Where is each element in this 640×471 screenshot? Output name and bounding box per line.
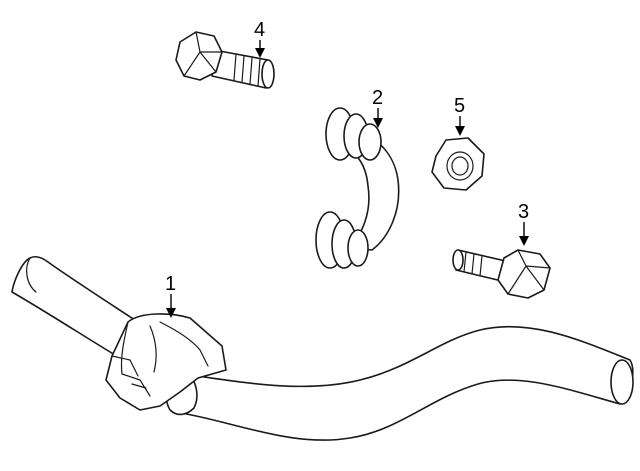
bolt-right bbox=[452, 249, 551, 299]
callout-label-3: 3 bbox=[518, 201, 529, 223]
stabilizer-link bbox=[315, 107, 400, 269]
arrow-down-icon bbox=[373, 118, 383, 128]
callout-label-1: 1 bbox=[165, 273, 176, 295]
nut bbox=[431, 137, 485, 191]
arrow-down-icon bbox=[166, 308, 176, 318]
stabilizer-bar bbox=[11, 256, 634, 441]
callout-2: 2 bbox=[372, 87, 383, 128]
callout-4: 4 bbox=[254, 19, 265, 58]
callout-3: 3 bbox=[518, 201, 529, 246]
arrow-down-icon bbox=[519, 236, 529, 246]
callout-label-2: 2 bbox=[372, 87, 383, 109]
callout-5: 5 bbox=[454, 95, 465, 136]
callout-1: 1 bbox=[165, 273, 176, 318]
arrow-down-icon bbox=[455, 126, 465, 136]
callout-label-5: 5 bbox=[454, 95, 465, 117]
bolt-top bbox=[175, 31, 275, 89]
arrow-down-icon bbox=[255, 48, 265, 58]
callout-label-4: 4 bbox=[254, 19, 265, 41]
